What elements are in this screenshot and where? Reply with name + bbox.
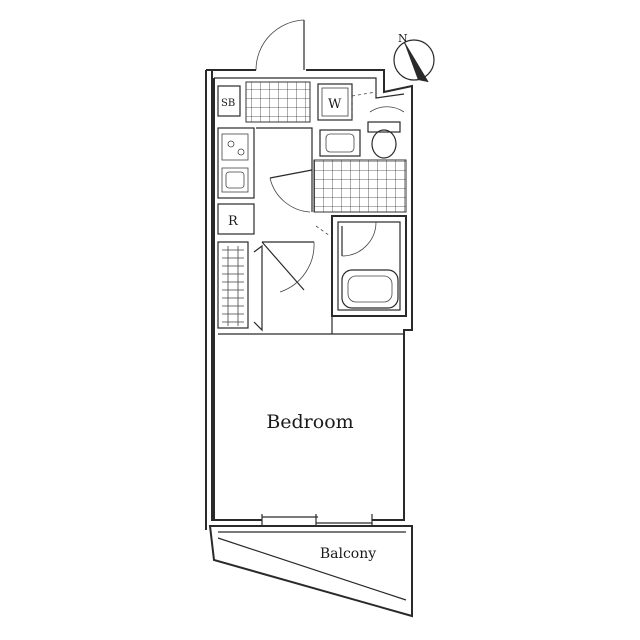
stove-burner-icon bbox=[227, 140, 235, 148]
toilet-bowl-icon bbox=[371, 129, 397, 159]
kitchen-sink bbox=[221, 167, 249, 193]
bathroom bbox=[315, 215, 407, 317]
shoe-box-outline bbox=[217, 85, 241, 117]
window-sashes bbox=[261, 514, 373, 526]
washroom-tile-floor bbox=[313, 159, 407, 213]
bedroom-label: Bedroom bbox=[266, 411, 353, 433]
entrance-opening bbox=[256, 66, 306, 74]
entrance-tile-floor bbox=[245, 81, 311, 123]
north-wall-inner bbox=[214, 77, 405, 99]
shoe-box: SB bbox=[217, 85, 241, 117]
bathroom-door-swing bbox=[341, 221, 377, 257]
balcony: Balcony bbox=[208, 525, 413, 618]
vanity-basin bbox=[325, 133, 355, 153]
fridge-box bbox=[217, 203, 255, 235]
bathtub-inner bbox=[347, 275, 393, 303]
shoe-box-label: SB bbox=[221, 98, 235, 109]
corridor-door-leaf bbox=[269, 169, 313, 179]
washer-label: W bbox=[328, 97, 342, 112]
fridge-space: R bbox=[217, 203, 255, 235]
closet-door bbox=[253, 244, 263, 332]
closet bbox=[217, 241, 263, 332]
bathtub-icon bbox=[341, 269, 399, 309]
washer-area: W bbox=[317, 83, 377, 121]
bathroom-wall bbox=[331, 215, 407, 317]
toilet-door-swing bbox=[369, 106, 405, 113]
sink-basin bbox=[225, 171, 245, 189]
balcony-window bbox=[261, 514, 373, 526]
corridor-door bbox=[269, 169, 313, 213]
compass-arrow-icon bbox=[404, 42, 428, 82]
kitchen-counter bbox=[217, 127, 255, 199]
balcony-rail bbox=[217, 537, 407, 601]
bedroom-door-leaf bbox=[261, 241, 305, 291]
stove-burner-icon bbox=[237, 148, 245, 156]
toilet-tank bbox=[367, 121, 401, 133]
fridge-label: R bbox=[228, 214, 239, 229]
outer-walls bbox=[205, 69, 413, 530]
closet-rods bbox=[227, 246, 239, 326]
washer-inner bbox=[321, 87, 349, 117]
closet-hatch bbox=[222, 249, 244, 323]
entrance-door-swing bbox=[255, 19, 305, 71]
balcony-label: Balcony bbox=[320, 546, 376, 562]
outer-wall bbox=[206, 69, 413, 521]
window-opening bbox=[262, 514, 372, 526]
corridor-wall bbox=[256, 127, 313, 212]
bedroom-door bbox=[261, 241, 315, 293]
toilet bbox=[367, 106, 405, 159]
corridor-door-swing bbox=[269, 177, 311, 213]
bedroom-door-swing bbox=[279, 241, 315, 293]
compass-north-label: N bbox=[398, 32, 408, 45]
compass: N bbox=[393, 32, 435, 83]
kitchen bbox=[217, 127, 255, 199]
vanity-counter bbox=[319, 129, 361, 157]
washer-dashed-line bbox=[351, 91, 377, 120]
kitchen-stove bbox=[221, 133, 249, 161]
entrance-door bbox=[255, 19, 306, 74]
bathroom-inner bbox=[337, 221, 401, 311]
balcony-outline bbox=[208, 525, 413, 618]
closet-outline bbox=[217, 241, 249, 329]
bathroom-step bbox=[315, 225, 331, 237]
bedroom-north-wall bbox=[218, 316, 404, 335]
compass-circle bbox=[393, 39, 435, 81]
bedroom: Bedroom bbox=[218, 316, 404, 433]
